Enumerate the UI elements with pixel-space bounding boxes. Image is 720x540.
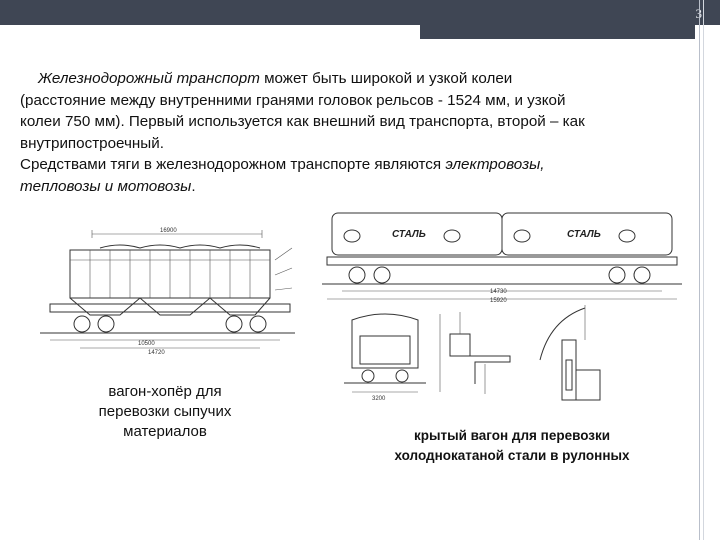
traction-term: тепловозы и мотовозы: [20, 177, 192, 195]
covered-wagon-detail-drawing: [430, 304, 520, 399]
hopper-bottom-label-1: 10500: [138, 341, 155, 347]
covered-wagon-caption: крытый вагон для перевозки холоднокатано…: [394, 428, 630, 463]
decorative-vertical-line: [699, 0, 700, 540]
paragraph-line-1: Железнодорожный транспорт может быть шир…: [20, 68, 685, 90]
header-bar: 3: [0, 0, 720, 25]
covered-length-label: 14730: [490, 289, 507, 295]
paragraph-text: может быть широкой и узкой колеи: [259, 70, 513, 87]
body-paragraph: Железнодорожный транспорт может быть шир…: [20, 68, 685, 197]
page-number: 3: [682, 6, 703, 22]
hopper-length-label: 16900: [160, 228, 177, 234]
paragraph-line-5: Средствами тяги в железнодорожном трансп…: [20, 154, 685, 176]
covered-wagon-end-drawing: 3200: [340, 306, 430, 401]
covered-wagon-side-drawing: СТАЛЬ СТАЛЬ 14730 15920: [322, 203, 682, 303]
hopper-wagon-drawing: 16900 10500 14720: [30, 220, 302, 355]
traction-term: электровозы,: [445, 156, 545, 173]
paragraph-line-6: тепловозы и мотовозы.: [20, 176, 685, 198]
hopper-bottom-label-2: 14720: [148, 350, 165, 355]
paragraph-line-4: внутрипостроечный.: [20, 134, 164, 152]
covered-length-label-2: 15920: [490, 298, 507, 303]
covered-side-text-2: СТАЛЬ: [567, 229, 601, 240]
railway-transport-term: Железнодорожный транспорт: [38, 70, 260, 87]
covered-end-width-label: 3200: [372, 396, 386, 401]
covered-wagon-section-drawing: [530, 300, 610, 410]
header-accent-bar: [420, 25, 695, 39]
hopper-caption: вагон-хопёр для перевозки сыпучих матери…: [98, 383, 232, 440]
paragraph-text: .: [191, 177, 196, 195]
paragraph-line-2: (расстояние между внутренними гранями го…: [20, 91, 566, 109]
paragraph-text: Средствами тяги в железнодорожном трансп…: [20, 156, 446, 173]
paragraph-line-3: колеи 750 мм). Первый используется как в…: [20, 113, 585, 130]
covered-side-text-1: СТАЛЬ: [392, 229, 426, 240]
decorative-vertical-line: [703, 0, 704, 540]
